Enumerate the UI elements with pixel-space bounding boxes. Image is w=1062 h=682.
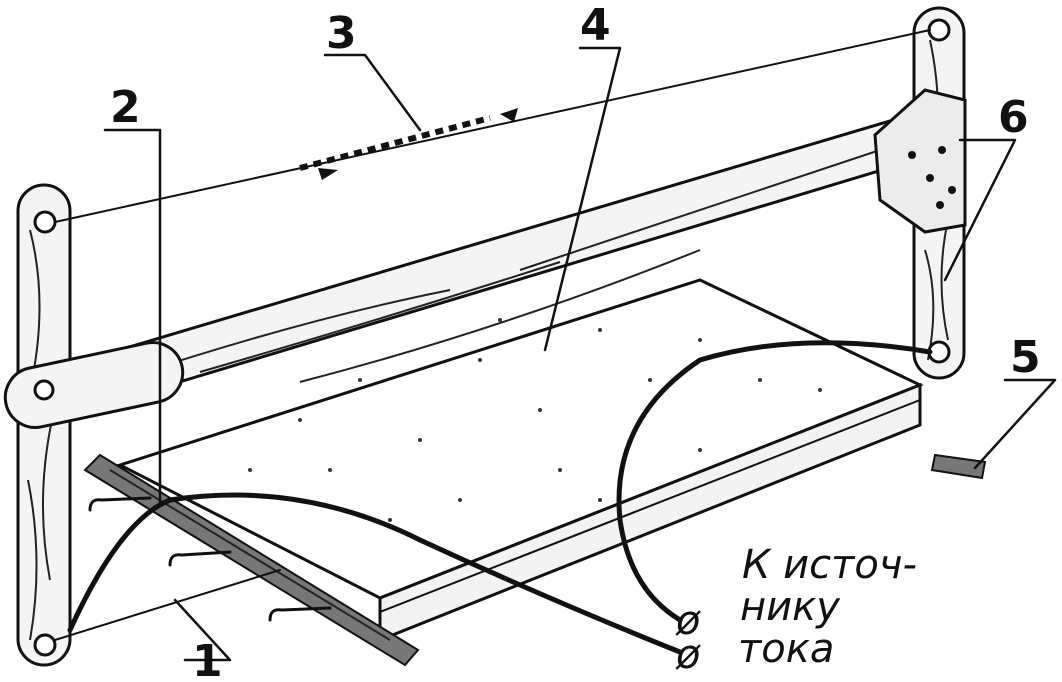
metal-bracket bbox=[873, 88, 967, 234]
caption-line-2: нику bbox=[740, 584, 841, 630]
leader-lines bbox=[103, 46, 1057, 662]
foam-block bbox=[116, 278, 924, 643]
guide-rail-right bbox=[930, 453, 987, 480]
cutting-wire bbox=[54, 29, 931, 223]
caption-line-1: К источ- bbox=[742, 542, 917, 588]
wire-arrow-left bbox=[500, 108, 518, 122]
label-1: 1 bbox=[192, 636, 223, 682]
wire-arrow-right bbox=[318, 168, 338, 180]
supply-cables bbox=[67, 340, 933, 655]
guide-rail-left bbox=[83, 453, 420, 667]
label-4: 4 bbox=[580, 0, 611, 51]
terminal-lower: ø bbox=[675, 632, 701, 678]
label-5: 5 bbox=[1010, 332, 1041, 383]
pivot-joint bbox=[3, 341, 185, 429]
terminal-upper: ø bbox=[675, 598, 701, 644]
label-3: 3 bbox=[326, 8, 357, 59]
hooks bbox=[88, 496, 332, 622]
caption-line-3: тока bbox=[738, 626, 834, 672]
label-6: 6 bbox=[998, 92, 1029, 143]
lower-wire bbox=[54, 569, 281, 641]
label-2: 2 bbox=[110, 82, 141, 133]
